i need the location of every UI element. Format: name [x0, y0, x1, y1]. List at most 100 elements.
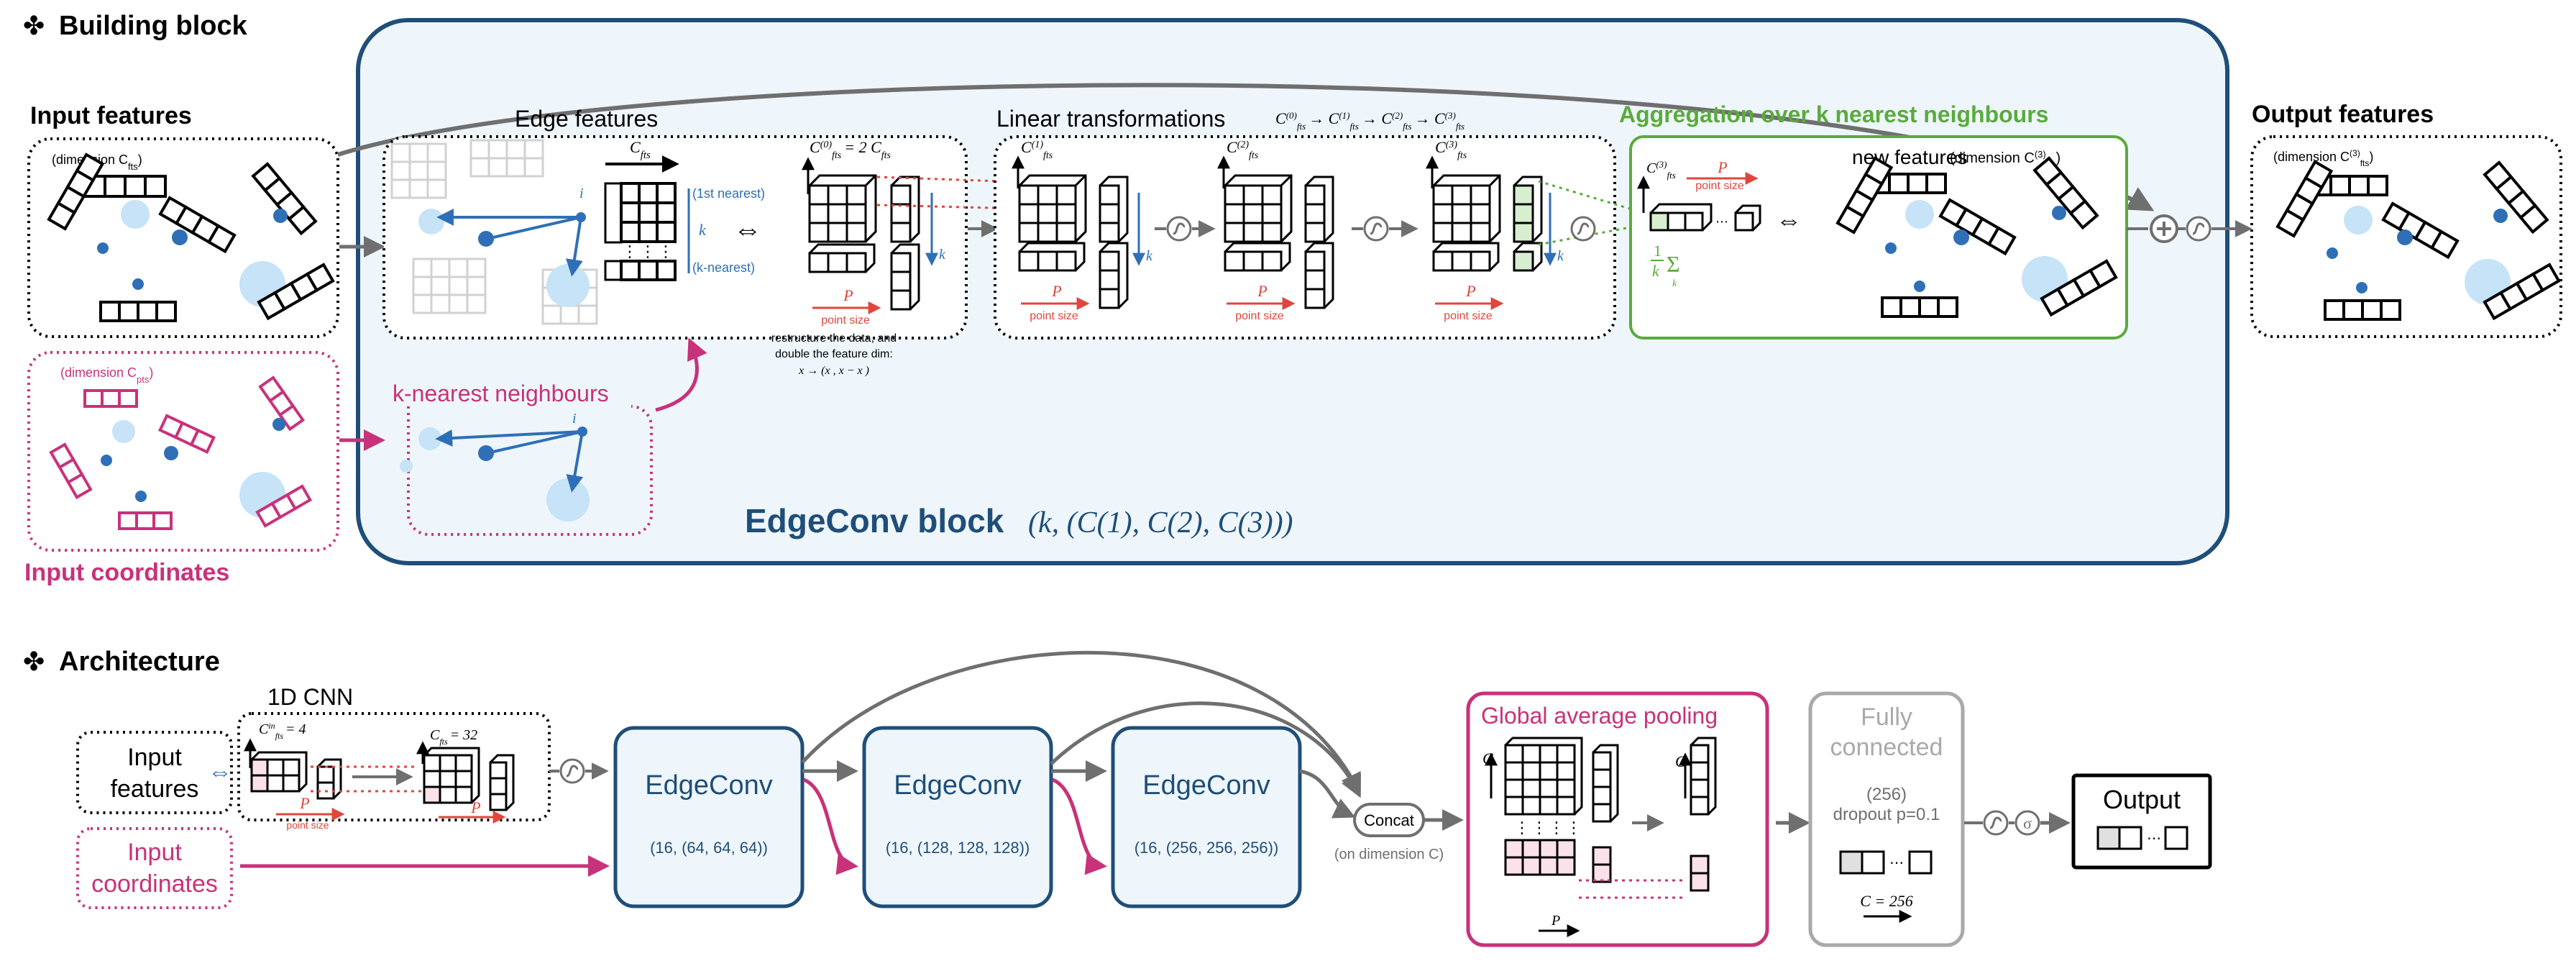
gap-p-label: P: [1551, 913, 1560, 929]
arch-input-features-box: [76, 731, 233, 814]
arch-input-coordinates-l1: Input: [127, 839, 182, 866]
fc-vector: ⋯: [1839, 850, 1933, 875]
concat-label: Concat: [1364, 811, 1414, 829]
linear-p-label-2: P: [1257, 282, 1267, 300]
edge-k-label: k: [699, 221, 707, 239]
input-coordinates-title: Input coordinates: [24, 559, 229, 586]
fc-relu-icon: [1983, 810, 2009, 836]
edgeconv-block-label: EdgeConv block: [745, 502, 1004, 539]
linear-tensor-3-row-highlight: [1513, 242, 1543, 272]
fc-title-l1: Fully: [1861, 703, 1912, 731]
edgeconv-1-label: EdgeConv: [645, 770, 772, 801]
svg-text:⋮: ⋮: [640, 242, 656, 260]
linear-p-label-1: P: [1051, 282, 1061, 300]
agg-frac-den: k: [1652, 262, 1660, 280]
gap-title: Global average pooling: [1481, 703, 1718, 729]
cnn-activation-icon: [559, 758, 585, 784]
input-features-points: [47, 152, 335, 322]
svg-text:⋮: ⋮: [622, 242, 638, 260]
output-features-title: Output features: [2252, 101, 2434, 128]
edge-equivalence-arrow: ⇔: [733, 214, 762, 245]
svg-text:⋮: ⋮: [1549, 819, 1564, 837]
edgeconv-block-2: [862, 726, 1053, 908]
aggregation-title: Aggregation over k nearest neighbours: [1619, 101, 2048, 127]
section1-title: Building block: [59, 11, 248, 41]
linear-c2-label: C(2)fts: [1227, 138, 1259, 161]
edge-k-nearest: (k-nearest): [692, 260, 755, 275]
cnn-cout-label: Cfts= 32: [430, 727, 477, 747]
linear-tensor-3-highlight: [1513, 176, 1543, 243]
section2-marker: ✤: [23, 647, 45, 676]
edge-features-ghost-grids: [390, 139, 598, 325]
output-activation-icon: [2186, 216, 2211, 242]
knn-title: k-nearest neighbours: [393, 381, 609, 406]
softmax-icon-glyph: σ: [2023, 814, 2032, 832]
edgeconv-2-label: EdgeConv: [894, 770, 1021, 801]
svg-text:⋮: ⋮: [1566, 819, 1582, 837]
arch-input-coordinates-l2: coordinates: [91, 870, 218, 898]
ec1-coords-to-ec2-arrow: [802, 778, 858, 875]
edge-k-depth-label: k: [939, 247, 946, 263]
input-coordinates-dim: (dimension Cpts): [60, 365, 153, 385]
cnn-p-label-2: P: [470, 798, 480, 816]
gap-box: [1466, 691, 1769, 947]
concat-note: (on dimension C): [1334, 847, 1444, 862]
knn-box: [407, 405, 653, 536]
linear-c3-label: C(3)fts: [1435, 138, 1467, 161]
svg-text:⋯: ⋯: [2147, 831, 2161, 847]
softmax-icon: [2014, 810, 2040, 836]
cnn-p-label-1: P: [299, 794, 309, 812]
linear-chain: C(0)fts→ C(1)fts→ C(2)fts→ C(3)fts: [1275, 109, 1465, 132]
edge-note-line3: x → (x , x − x ): [798, 365, 869, 377]
ec2-coords-to-ec3-arrow: [1051, 778, 1107, 875]
svg-text:⋮: ⋮: [658, 242, 674, 260]
edge-red-dotted-2: [876, 204, 1022, 210]
fc-c-label: C = 256: [1860, 892, 1913, 910]
agg-c3-label: C(3)fts: [1646, 159, 1676, 181]
arch-input-features-l1: Input: [127, 744, 182, 771]
ec2-to-concat-arc: [1050, 701, 1361, 798]
linear-point-size-2: point size: [1235, 310, 1284, 322]
edgeconv-block-3: [1111, 726, 1302, 908]
edge-red-dotted-1: [876, 176, 1022, 183]
edgeconv-3-label: EdgeConv: [1142, 770, 1270, 801]
edge-note-line2: double the feature dim:: [775, 348, 893, 360]
knn-to-edge-arrow: [655, 337, 707, 412]
section2-title: Architecture: [59, 647, 220, 677]
agg-p-label: P: [1717, 158, 1727, 176]
svg-text:⋯: ⋯: [1889, 855, 1904, 871]
ec3-to-concat-arrow: [1299, 769, 1356, 819]
fc-title-l2: connected: [1830, 734, 1943, 761]
linear-tensor-1: [1018, 174, 1087, 243]
edge-point-size: point size: [821, 314, 870, 327]
edge-neighbour-matrix: ⋮⋮⋮: [604, 182, 677, 281]
fc-box: [1808, 691, 1965, 947]
svg-text:⋮: ⋮: [1514, 819, 1530, 837]
linear-tensor-3: [1432, 174, 1501, 243]
edge-first-nearest: (1st nearest): [692, 186, 765, 201]
linear-activation-3: [1570, 216, 1596, 242]
edgeconv-1-params: (16, (64, 64, 64)): [650, 839, 768, 857]
gap-input-tensor: ⋮⋮⋮⋮: [1504, 737, 1619, 883]
gap-output-tensor: [1690, 737, 1717, 892]
edge-cfts-label: Cfts: [630, 138, 651, 161]
aggregation-box: [1629, 135, 2128, 340]
input-coordinates-points: [49, 375, 313, 530]
linear-point-size-3: point size: [1444, 310, 1493, 322]
linear-activation-2: [1363, 216, 1389, 242]
svg-text:⋯: ⋯: [1715, 214, 1728, 229]
ec1-to-concat-arc: [801, 651, 1361, 796]
section1-marker: ✤: [23, 11, 45, 40]
arch-input-coordinates-box: [76, 827, 233, 909]
linear-c1-label: C(1)fts: [1021, 138, 1053, 161]
edge-note-line1: restructure the data, and: [771, 332, 897, 345]
linear-point-size-1: point size: [1030, 310, 1078, 322]
cnn-title: 1D CNN: [267, 684, 353, 710]
edgeconv-block-formula: (k, (C(1), C(2), C(3))): [1028, 506, 1293, 539]
output-features-points: [2275, 160, 2561, 321]
edge-features-graph: [418, 209, 590, 307]
agg-green-dotted-1: [1538, 180, 1654, 217]
agg-equivalence-arrow: ⇔: [1776, 205, 1802, 234]
agg-point-size: point size: [1695, 180, 1744, 192]
